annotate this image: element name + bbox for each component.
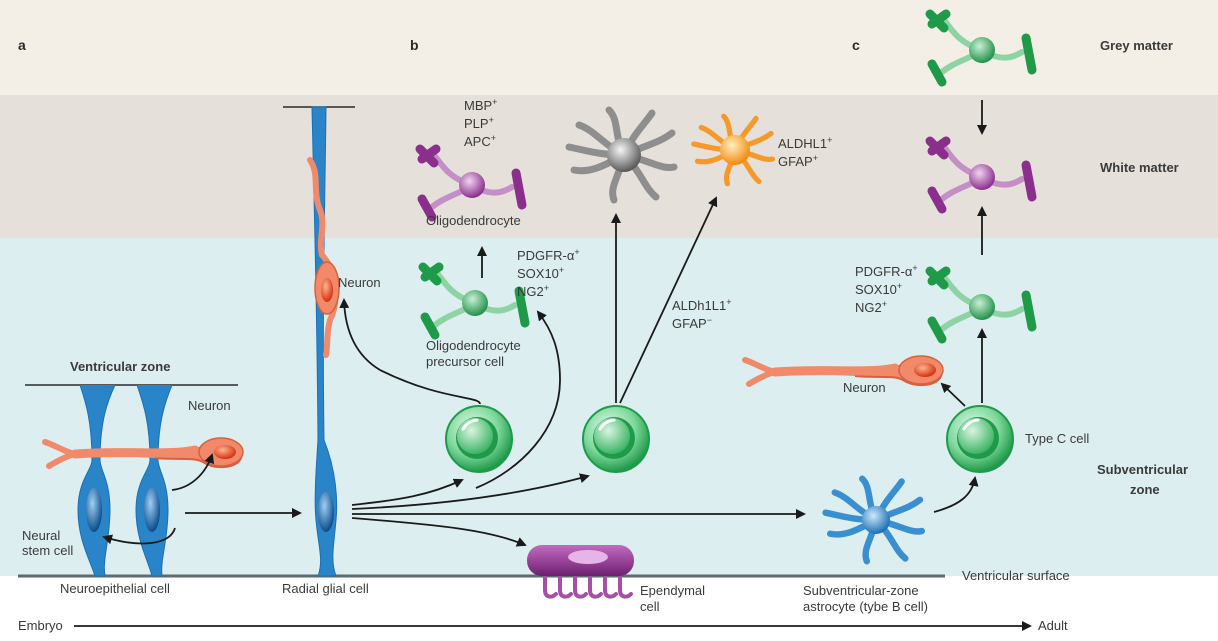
svz-astrocyte-label: Subventricular-zone xyxy=(803,583,919,598)
panel-label-c: c xyxy=(852,37,860,53)
neuroepithelial-cell-2 xyxy=(135,384,173,577)
neuroepithelial-cell-label: Neuroepithelial cell xyxy=(60,581,170,596)
opc-label-2: precursor cell xyxy=(426,354,504,369)
arrow-radial-to-ependymal xyxy=(351,517,527,547)
grey-matter-band xyxy=(0,0,1218,95)
panel-label-a: a xyxy=(18,37,26,53)
neuron-radial-label: Neuron xyxy=(338,275,381,290)
arrow-progenitor-to-neuron xyxy=(339,298,481,405)
panel-label-b: b xyxy=(410,37,419,53)
subventricular-label: Subventricular xyxy=(1097,462,1188,477)
svz-astrocyte xyxy=(826,479,922,562)
arrow-radial-to-progenitor xyxy=(351,478,464,506)
ependymal-cell-label: Ependymal xyxy=(640,583,705,598)
neural-stem-cell-label: Neural xyxy=(22,528,60,543)
marker-aldh1l1: ALDh1L1+ xyxy=(672,297,731,313)
marker-sox10-c: SOX10+ xyxy=(855,281,902,297)
arrow-radial-to-progenitor-2 xyxy=(351,473,590,510)
subventricular-zone-label: zone xyxy=(1130,482,1160,497)
marker-pdgfr-c: PDGFR-α+ xyxy=(855,263,918,279)
marker-apc: APC+ xyxy=(464,133,496,149)
arrow-typec-to-neuron xyxy=(940,382,966,407)
opc-label: Oligodendrocyte xyxy=(426,338,521,353)
arrow-stem-to-neuron xyxy=(171,453,215,491)
arrow-progenitor-to-opc xyxy=(475,310,561,489)
type-c-cell xyxy=(945,404,1015,474)
ependymal-cell xyxy=(527,545,634,599)
arrow-progenitor-to-orange-astro xyxy=(619,196,718,404)
marker-aldhl1: ALDHL1+ xyxy=(778,135,832,151)
white-matter-label: White matter xyxy=(1100,160,1179,175)
neuron-a-label: Neuron xyxy=(188,398,231,413)
timeline-start-label: Embryo xyxy=(18,618,63,633)
marker-pdgfr-b: PDGFR-α+ xyxy=(517,247,580,263)
grey-matter-label: Grey matter xyxy=(1100,38,1173,53)
progenitor-cell-b2 xyxy=(581,404,651,474)
type-c-cell-label: Type C cell xyxy=(1025,431,1089,446)
progenitor-cell-b1 xyxy=(444,404,514,474)
marker-sox10-b: SOX10+ xyxy=(517,265,564,281)
neural-stem-cell-label-2: stem cell xyxy=(22,543,73,558)
marker-gfap-pos: GFAP+ xyxy=(778,153,818,169)
neuron-c-label: Neuron xyxy=(843,380,886,395)
orange-astrocyte xyxy=(694,116,773,184)
neuroepithelial-cell-1 xyxy=(77,384,116,577)
marker-gfap-neg: GFAP− xyxy=(672,315,712,331)
arrow-stem-to-stem xyxy=(102,527,176,545)
svz-astrocyte-label-2: astrocyte (tybe B cell) xyxy=(803,599,928,614)
ventricle-band xyxy=(0,576,1218,641)
ependymal-cell-label-2: cell xyxy=(640,599,660,614)
grey-astrocyte xyxy=(569,110,674,200)
timeline-end-label: Adult xyxy=(1038,618,1068,633)
marker-plp: PLP+ xyxy=(464,115,494,131)
marker-ng2-c: NG2+ xyxy=(855,299,887,315)
migrating-neuron xyxy=(307,157,340,358)
radial-glial-cell-label: Radial glial cell xyxy=(282,581,369,596)
marker-mbp: MBP+ xyxy=(464,97,497,113)
ventricular-zone-label: Ventricular zone xyxy=(70,359,170,374)
marker-ng2-b: NG2+ xyxy=(517,283,549,299)
ventricular-surface-label: Ventricular surface xyxy=(962,568,1070,583)
arrow-svz-astro-to-typec xyxy=(933,476,979,513)
oligodendrocyte-label: Oligodendrocyte xyxy=(426,213,521,228)
